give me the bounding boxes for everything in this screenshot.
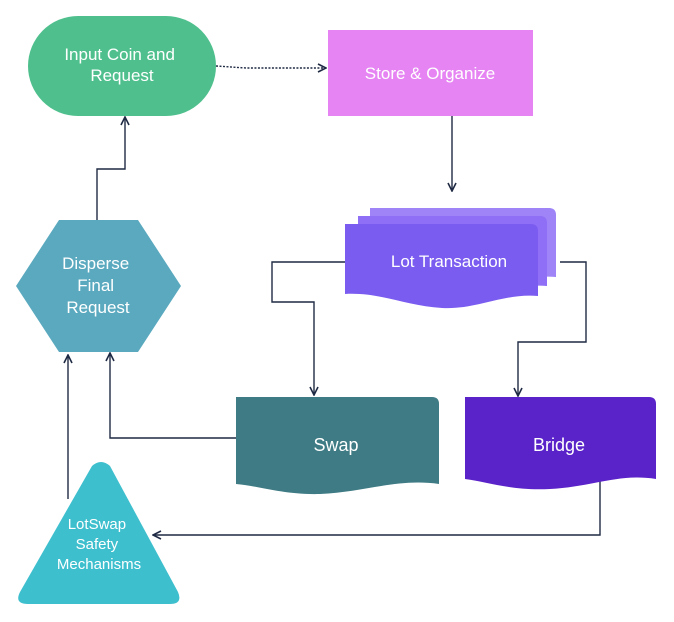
edge-swap-to-disperse <box>110 353 236 439</box>
input-label-line-2: Request <box>90 66 154 85</box>
disperse-shape <box>16 220 181 352</box>
disperse-label: Disperse Final Request <box>62 254 134 317</box>
disperse-label-line-1: Disperse <box>62 254 129 273</box>
disperse-label-line-3: Request <box>66 298 130 317</box>
store-label: Store & Organize <box>365 64 495 83</box>
node-disperse-final-request: Disperse Final Request <box>16 220 181 352</box>
lot-shape-front <box>345 224 538 309</box>
bridge-shape <box>465 397 656 490</box>
node-swap: Swap <box>236 397 439 495</box>
lot-label: Lot Transaction <box>391 252 507 271</box>
safety-label: LotSwap Safety Mechanisms <box>57 516 141 573</box>
edge-disperse-to-input <box>96 117 125 220</box>
node-lot-transaction: Lot Transaction <box>345 208 556 309</box>
safety-label-line-1: LotSwap <box>68 516 126 533</box>
swap-shape <box>236 397 439 495</box>
edge-bridge-to-safety <box>153 474 601 535</box>
safety-label-line-3: Mechanisms <box>57 556 141 573</box>
safety-shape <box>18 462 180 604</box>
node-bridge: Bridge <box>465 397 656 490</box>
connectors <box>68 66 601 535</box>
input-shape <box>28 16 216 116</box>
bridge-label: Bridge <box>533 435 585 455</box>
safety-label-line-2: Safety <box>76 536 119 553</box>
node-input-coin-and-request: Input Coin and Request <box>28 16 216 116</box>
swap-label: Swap <box>313 435 358 455</box>
store-shape <box>328 30 533 116</box>
input-label: Input Coin and Request <box>64 45 179 85</box>
node-store-and-organize: Store & Organize <box>328 30 533 116</box>
edge-lot-to-bridge <box>518 261 587 396</box>
edge-input-to-store <box>215 66 326 68</box>
edge-lot-to-swap <box>271 261 345 395</box>
node-lotswap-safety-mechanisms: LotSwap Safety Mechanisms <box>18 462 180 604</box>
disperse-label-line-2: Final <box>77 276 114 295</box>
input-label-line-1: Input Coin and <box>64 45 175 64</box>
